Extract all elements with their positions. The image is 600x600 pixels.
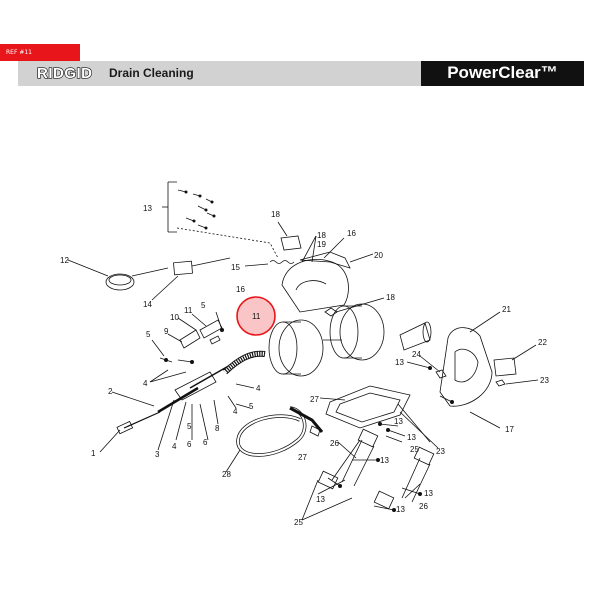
callout-label: 26 (419, 502, 428, 511)
callout-label: 13 (396, 505, 405, 514)
callout-label: 1 (91, 449, 96, 458)
callout-label: 12 (60, 256, 69, 265)
callout-label: 27 (310, 395, 319, 404)
callout-label: 23 (540, 376, 549, 385)
callout-label: 16 (236, 285, 245, 294)
callout-label: 21 (502, 305, 511, 314)
callout-label: 25 (294, 518, 303, 527)
callout-label: 24 (412, 350, 421, 359)
brand-logo: RIDGID (36, 64, 93, 82)
callout-label: 27 (298, 453, 307, 462)
header-black-band (421, 61, 584, 86)
callout-label: 13 (143, 204, 152, 213)
callout-label: 5 (249, 402, 254, 411)
callout-label: 14 (143, 300, 152, 309)
callout-label: 13 (424, 489, 433, 498)
callout-label: 22 (538, 338, 547, 347)
callout-label: 4 (143, 379, 148, 388)
callout-label: 8 (215, 424, 220, 433)
callout-label: 5 (201, 301, 206, 310)
ref-tag: REF #11 (0, 44, 80, 61)
header-bar: RIDGID Drain Cleaning PowerClear™ (18, 61, 584, 86)
callout-label: 3 (155, 450, 160, 459)
callout-label: 23 (436, 447, 445, 456)
callout-label: 6 (187, 440, 192, 449)
callout-label: 11 (252, 312, 261, 321)
callout-label: 17 (505, 425, 514, 434)
callout-label: 15 (231, 263, 240, 272)
product-title: PowerClear™ (447, 63, 558, 82)
callout-label: 28 (222, 470, 231, 479)
header-grey-band (18, 61, 424, 86)
callout-label: 18 (271, 210, 280, 219)
callout-label: 13 (380, 456, 389, 465)
callout-label: 25 (410, 445, 419, 454)
callout-label: 10 (170, 313, 179, 322)
section-title: Drain Cleaning (109, 66, 194, 80)
callout-label: 4 (256, 384, 261, 393)
callout-labels: 13 12 14 18 18 16 15 19 20 16 18 21 22 2… (60, 204, 549, 527)
callout-label: 13 (395, 358, 404, 367)
highlight-ring (236, 296, 276, 336)
callout-label: 5 (146, 330, 151, 339)
callout-label: 11 (184, 306, 193, 315)
callout-label: 13 (394, 417, 403, 426)
callout-label: 18 (317, 231, 326, 240)
callout-label: 18 (386, 293, 395, 302)
callout-label: 6 (203, 438, 208, 447)
callout-label: 26 (330, 439, 339, 448)
callout-label: 13 (407, 433, 416, 442)
callout-label: 20 (374, 251, 383, 260)
callout-label: 9 (164, 327, 169, 336)
callout-label: 4 (172, 442, 177, 451)
callout-label: 5 (187, 422, 192, 431)
callout-label: 19 (317, 240, 326, 249)
callout-label: 4 (233, 407, 238, 416)
callout-label: 16 (347, 229, 356, 238)
callout-label: 2 (108, 387, 113, 396)
callout-label: 13 (316, 495, 325, 504)
